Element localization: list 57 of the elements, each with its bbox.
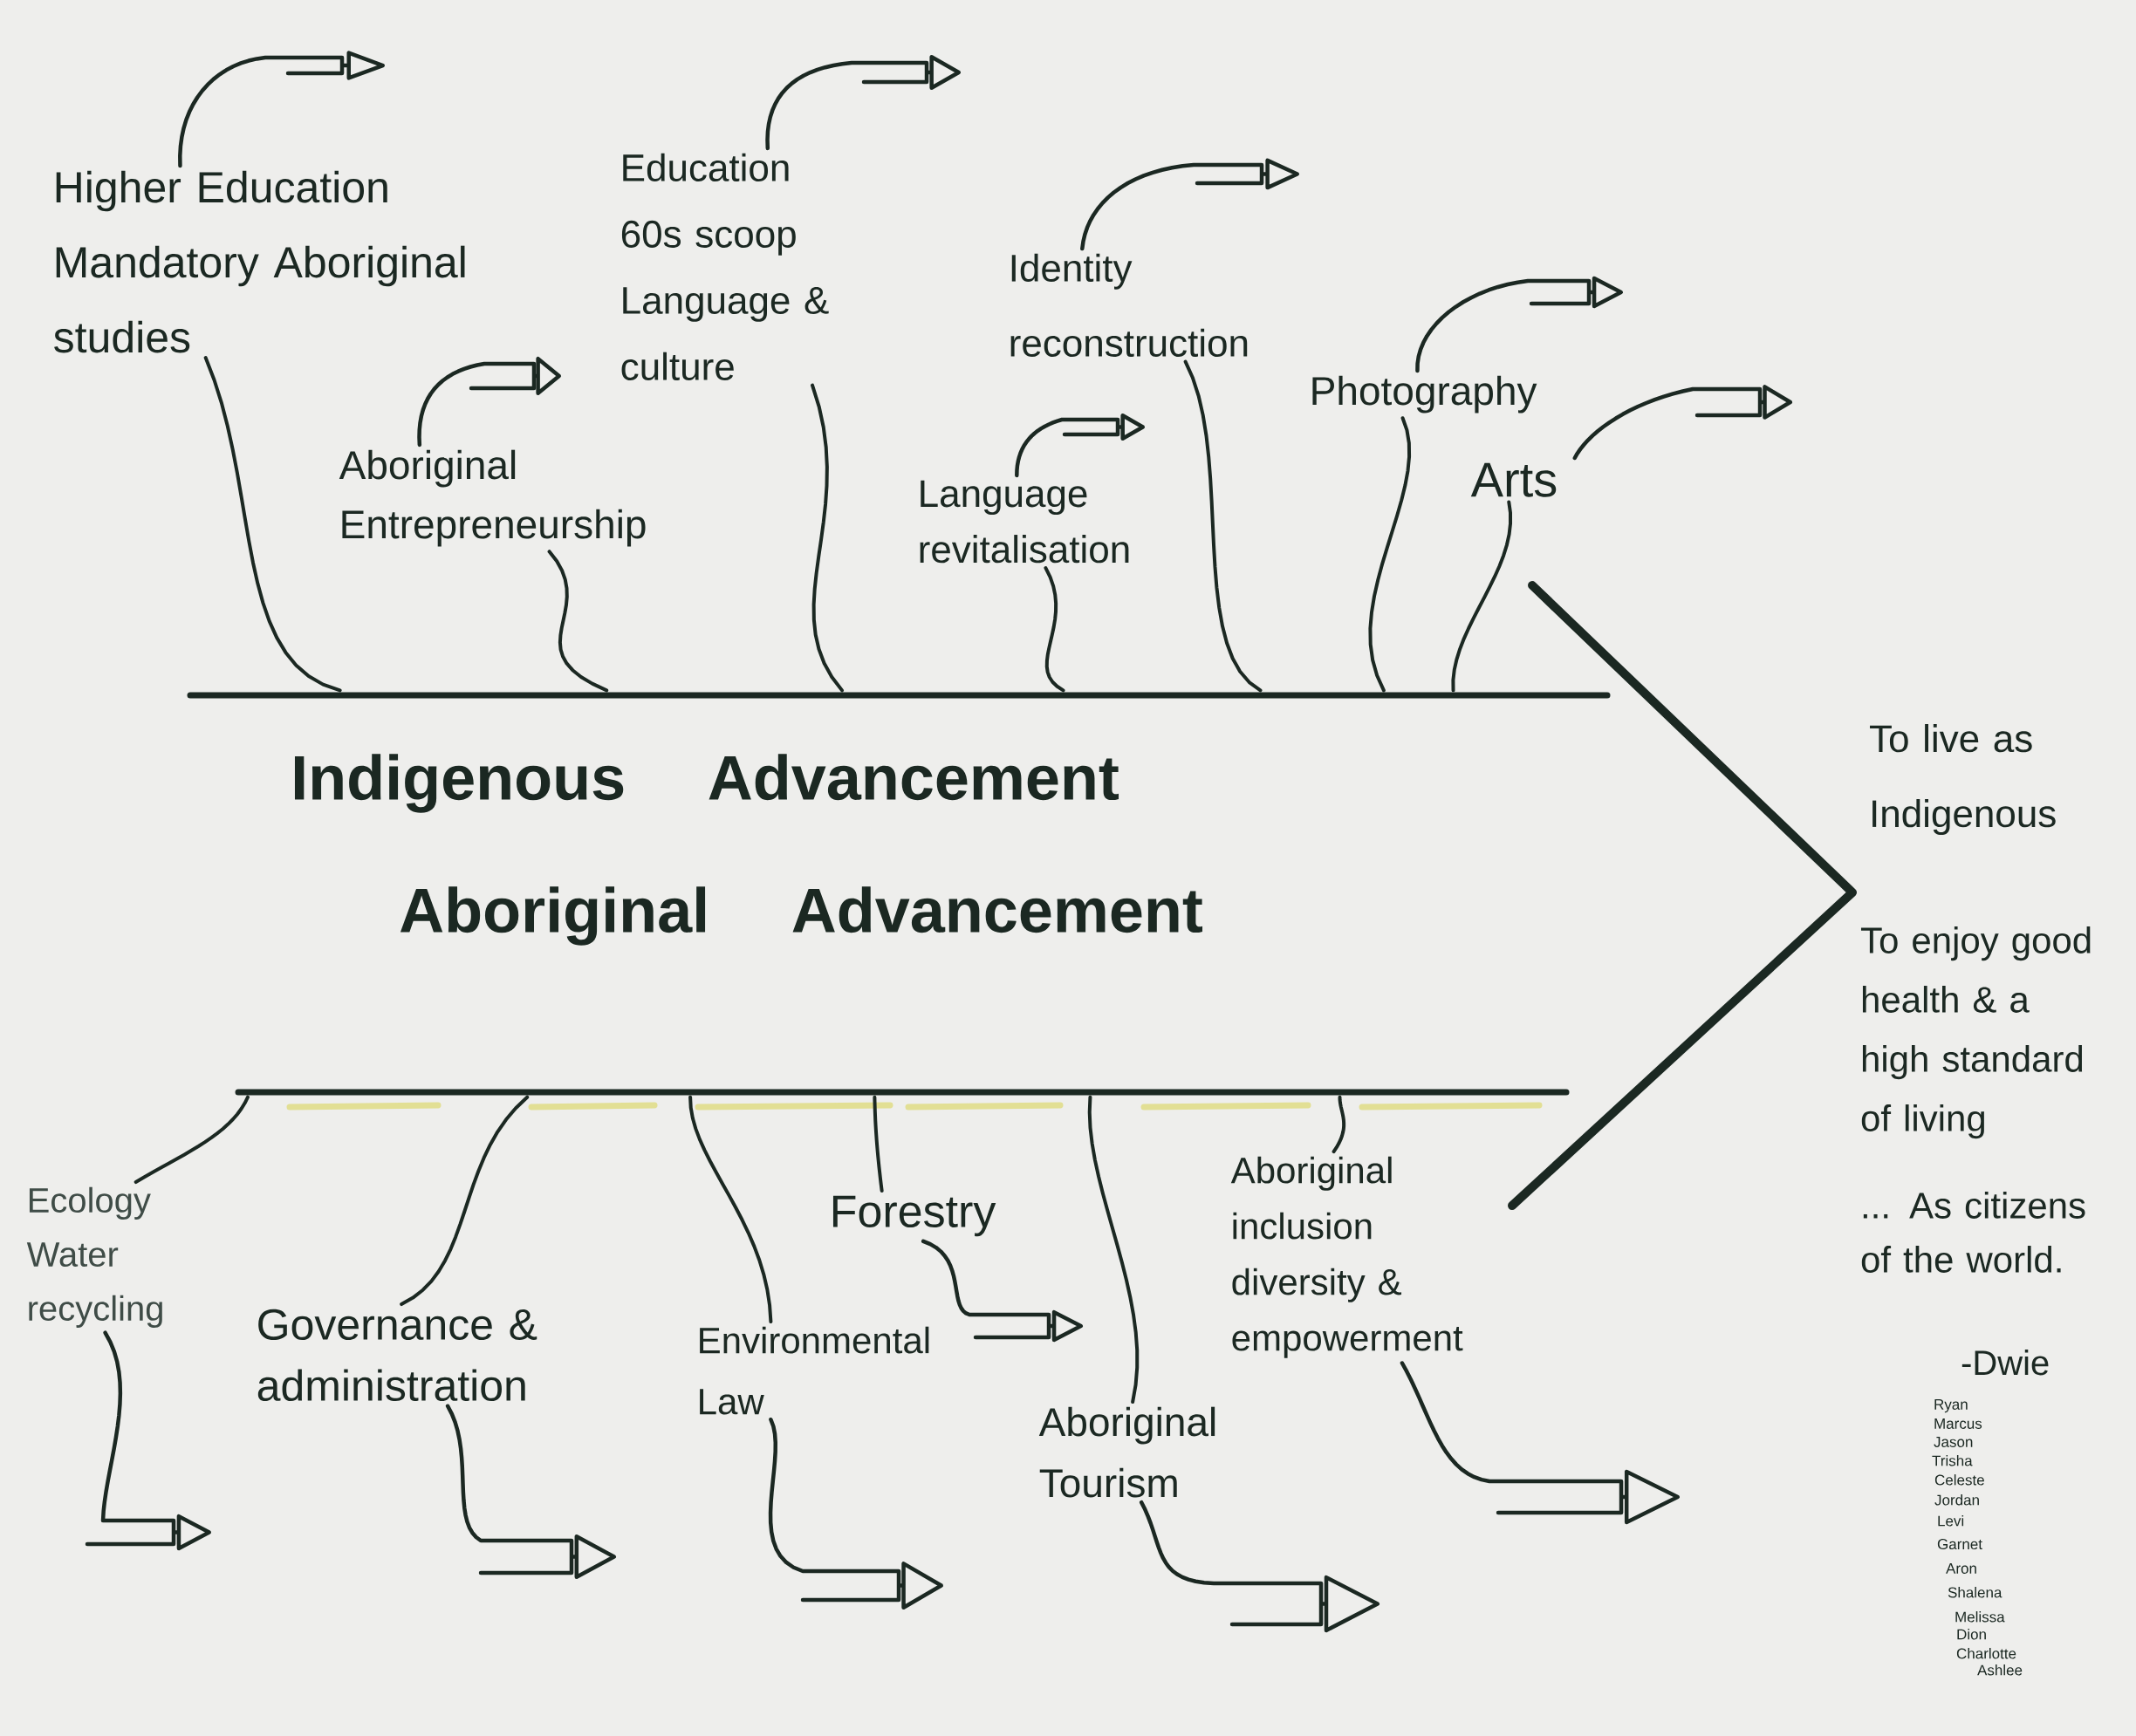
category-label: Photography — [1312, 375, 1537, 413]
category-label: Environmental Law — [700, 1326, 929, 1415]
double-arrow — [768, 1417, 943, 1610]
branch-line — [400, 1095, 530, 1307]
participant-name: Dion — [1957, 1629, 1986, 1640]
branch-line — [547, 550, 609, 693]
double-arrow — [1400, 1361, 1681, 1525]
branch-line — [203, 356, 342, 693]
category-label: Aboriginal Tourism — [1038, 1406, 1215, 1498]
category-label: Language revitalisation — [920, 480, 1129, 564]
branch-line — [873, 1095, 884, 1193]
branch-line — [1332, 1095, 1346, 1154]
category-label: Arts — [1470, 462, 1557, 497]
double-arrow — [1015, 413, 1145, 478]
branch-line — [688, 1095, 773, 1324]
double-arrow — [1139, 1500, 1380, 1633]
headline-text: Aboriginal Advancement — [400, 886, 1202, 946]
branch-line — [1368, 416, 1412, 693]
participant-name: Levi — [1938, 1515, 1964, 1527]
participant-name: Trisha — [1932, 1455, 1973, 1466]
double-arrow — [765, 55, 961, 151]
participant-name: Melissa — [1955, 1611, 2005, 1623]
participant-name: Marcus — [1934, 1418, 1982, 1429]
participant-name: Garnet — [1937, 1539, 1982, 1550]
participant-name: Ashlee — [1977, 1664, 2023, 1676]
participant-name: Aron — [1946, 1563, 1976, 1574]
branch-line — [1044, 566, 1065, 693]
branch-line — [1451, 500, 1513, 693]
participant-name: Ryan — [1934, 1399, 1968, 1413]
headline-text: Indigenous Advancement — [294, 754, 1119, 813]
participant-name: Celeste — [1934, 1474, 1984, 1486]
double-arrow — [921, 1239, 1084, 1343]
double-arrow — [1415, 276, 1623, 373]
branch-line — [1087, 1095, 1140, 1405]
double-arrow — [1080, 158, 1299, 251]
category-label: Aboriginal inclusion diversity & empowerment — [1230, 1156, 1463, 1358]
participant-name: Shalena — [1948, 1587, 2002, 1598]
double-arrow — [417, 357, 561, 448]
category-label: Ecology Water recycling — [26, 1186, 162, 1328]
goal-text: ... As citizens of the world. — [1861, 1192, 2085, 1273]
category-label: Forestry — [832, 1195, 996, 1237]
category-label: Education 60s scoop Language & culture — [621, 153, 829, 380]
participant-name: Jason — [1934, 1437, 1973, 1447]
branch-line — [1183, 359, 1263, 693]
category-label: Aboriginal Entrepreneurship — [339, 449, 646, 547]
branch-line — [811, 383, 844, 693]
double-arrow — [178, 51, 385, 168]
participant-name: Jordan — [1934, 1494, 1979, 1506]
double-arrow — [445, 1404, 616, 1580]
category-label: Governance & administration — [257, 1309, 537, 1402]
category-label: Higher Education Mandatory Aboriginal studies — [54, 170, 465, 353]
participant-name: Charlotte — [1956, 1648, 2016, 1659]
branch-line — [134, 1095, 250, 1185]
signature: -Dwie — [1961, 1350, 2049, 1376]
double-arrow — [1572, 385, 1793, 461]
category-label: Identity reconstruction — [1010, 253, 1248, 357]
double-arrow — [85, 1330, 211, 1551]
